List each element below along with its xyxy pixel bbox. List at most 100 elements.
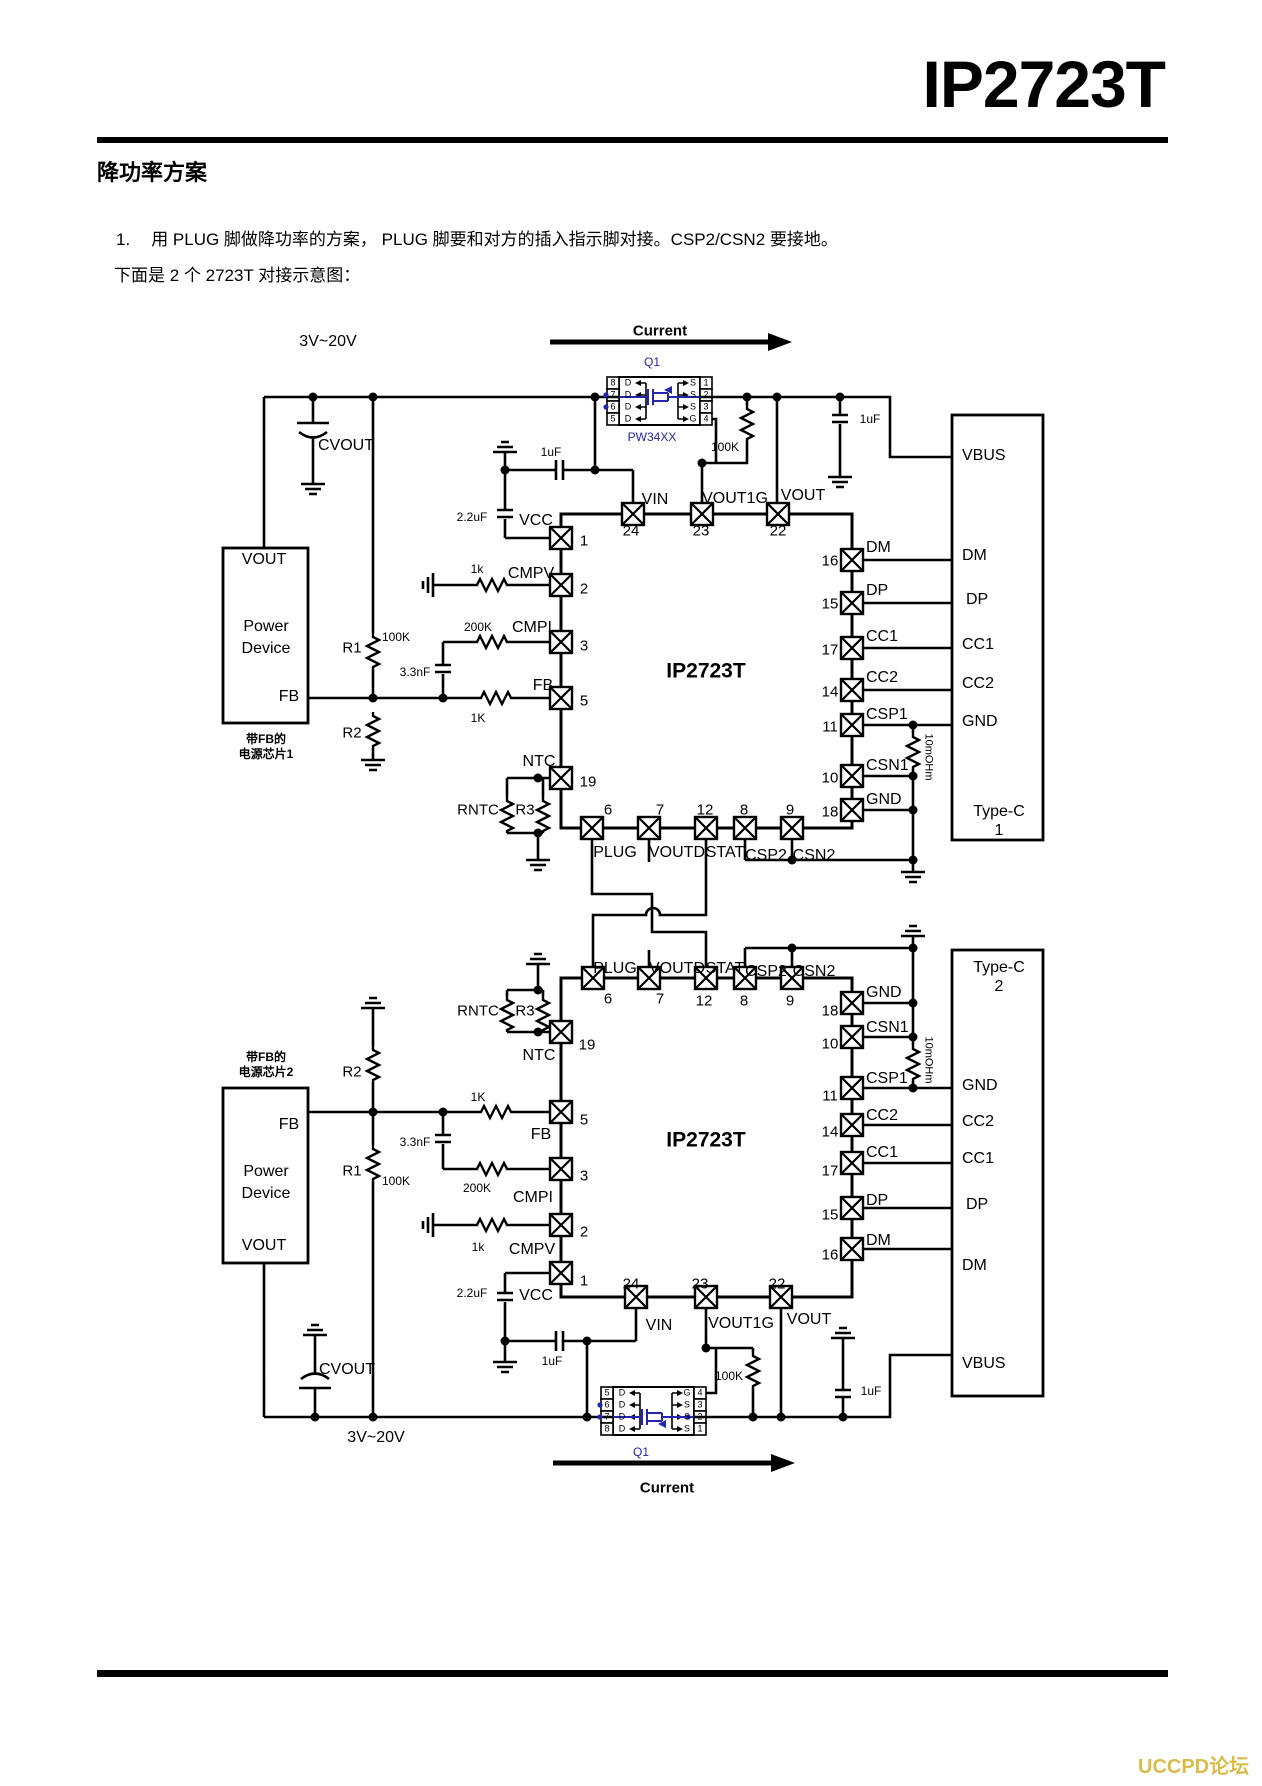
q1-pin-g: G	[683, 1387, 691, 1398]
pin-label-vout1g: VOUT1G	[702, 490, 768, 507]
power-device-box-2	[221, 1086, 310, 1265]
pin-number: 10	[821, 1035, 839, 1053]
watermark: UCCPD论坛	[1138, 1756, 1250, 1778]
q1-pin-d: D	[618, 1423, 626, 1434]
current-arrow-bottom	[553, 1454, 795, 1472]
q1-pin-d: D	[618, 1387, 626, 1398]
pin-number: 10	[821, 769, 839, 787]
pin-label-vin: VIN	[641, 491, 669, 508]
r3-label: R3	[515, 801, 535, 819]
q1-pin-s: S	[689, 377, 697, 388]
pin-label-csp1: CSP1	[866, 706, 908, 723]
pin-label-gnd: GND	[866, 984, 902, 1001]
typec1-dm: DM	[962, 547, 987, 564]
r1-label: R1	[342, 1162, 362, 1180]
ic-name-bottom: IP2723T	[666, 1128, 746, 1152]
list-item-number: 1.	[116, 230, 131, 249]
power-device-box-1	[221, 546, 310, 725]
cvout-label: CVOUT	[319, 1361, 375, 1378]
typec2-gnd: GND	[962, 1077, 998, 1094]
pin-label-vin: VIN	[645, 1317, 673, 1334]
pin-label-vcc: VCC	[519, 512, 553, 529]
q1-pin-number: 7	[610, 389, 616, 400]
q1-pin-number: 3	[697, 1399, 703, 1410]
q1-pin-s: S	[683, 1411, 691, 1422]
q1-pin-d: D	[624, 377, 632, 388]
pin-label-ntc: NTC	[522, 1047, 556, 1064]
pin-number: 14	[821, 683, 839, 701]
power-device-name-1: Power	[243, 1163, 289, 1180]
q1-pin-number: 4	[703, 413, 709, 424]
q1-pin-number: 8	[610, 377, 616, 388]
q1-pin-number: 7	[604, 1411, 610, 1422]
pin-label-csp2: CSP2	[745, 847, 787, 864]
pin-label-dp: DP	[866, 1192, 889, 1209]
r3-label: R3	[515, 1002, 535, 1020]
section-heading: 降功率方案	[97, 160, 208, 185]
sense-resistor-value: 10mOHm	[922, 1036, 935, 1084]
c-1u-value: 1uF	[540, 445, 562, 459]
mosfet-q1-bottom	[597, 1386, 707, 1436]
mosfet-q1-top	[603, 376, 713, 426]
typec2-number: 2	[994, 978, 1004, 995]
r1-value: 100K	[381, 1174, 411, 1188]
pin-number: 3	[579, 637, 589, 655]
r-1k-value: 1k	[470, 562, 484, 576]
r-200k-value: 200K	[462, 1181, 492, 1195]
q1-refdes: Q1	[643, 355, 661, 369]
pin-number: 24	[622, 1275, 640, 1293]
fb-chip-tag-line1: 带FB的	[246, 732, 286, 746]
page-title: IP2723T	[922, 47, 1166, 121]
rntc-label: RNTC	[457, 801, 499, 819]
typec2-vbus: VBUS	[962, 1355, 1006, 1372]
ic-name-top: IP2723T	[666, 659, 746, 683]
power-device-name-2: Device	[241, 1185, 291, 1202]
typec2-title: Type-C	[973, 959, 1025, 976]
power-device-fb: FB	[278, 688, 300, 705]
r2-label: R2	[342, 724, 362, 742]
q1-pin-number: 1	[703, 377, 709, 388]
q1-pin-d: D	[618, 1411, 626, 1422]
pin-number: 6	[603, 990, 613, 1008]
pin-number: 9	[785, 992, 795, 1010]
power-device-vout: VOUT	[241, 551, 287, 568]
paragraph-line-2: 下面是 2 个 2723T 对接示意图：	[114, 266, 361, 285]
power-device-name-2: Device	[241, 640, 291, 657]
typec2-cc1: CC1	[962, 1150, 995, 1167]
pin-number: 17	[821, 641, 839, 659]
c-1u-vbus-value: 1uF	[860, 1384, 882, 1398]
power-device-name-1: Power	[243, 618, 289, 635]
typec2-cc2: CC2	[962, 1113, 995, 1130]
pin-number: 1	[579, 1272, 589, 1290]
pin-label-csn2: CSN2	[792, 963, 836, 980]
pin-label-cmpv: CMPV	[507, 565, 555, 582]
q1-pin-number: 8	[604, 1423, 610, 1434]
c-3n3-value: 3.3nF	[399, 1135, 431, 1149]
pin-label-cmpi: CMPI	[513, 1189, 553, 1206]
pin-label-voutd: VOUTD	[649, 844, 705, 861]
q1-pin-number: 4	[697, 1387, 703, 1398]
pin-label-ntc: NTC	[522, 753, 556, 770]
typec1-vbus: VBUS	[962, 447, 1006, 464]
ground-symbols	[299, 440, 927, 1374]
q1-pin-s: S	[683, 1423, 691, 1434]
q1-pin-s: S	[689, 401, 697, 412]
pin-number: 11	[822, 718, 838, 736]
pin-number: 23	[692, 522, 710, 540]
q1-pin-number: 6	[610, 401, 616, 412]
pin-number: 23	[691, 1275, 709, 1293]
pin-label-plug: PLUG	[593, 960, 637, 977]
pin-number: 8	[739, 992, 749, 1010]
q1-pin-s: S	[689, 389, 697, 400]
r2-label: R2	[342, 1063, 362, 1081]
cvout-label: CVOUT	[318, 437, 374, 454]
pin-number: 7	[655, 801, 665, 819]
pin-number: 15	[821, 595, 839, 613]
typec1-title: Type-C	[973, 803, 1025, 820]
fb-chip-tag-line2: 电源芯片2	[238, 1065, 294, 1079]
paragraph-text: 用 PLUG 脚做降功率的方案， PLUG 脚要和对方的插入指示脚对接。CSP2…	[151, 230, 838, 249]
r-1K-value: 1K	[470, 1090, 486, 1104]
q1-pin-number: 5	[610, 413, 616, 424]
